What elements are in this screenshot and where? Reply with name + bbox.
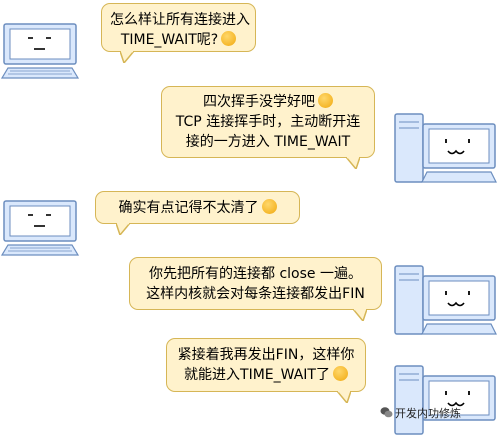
client-monitor-icon — [0, 200, 80, 256]
server-monitor-icon — [394, 265, 497, 335]
bubble-tail-icon — [120, 51, 134, 63]
chat-bubble-server-1: 四次挥手没学好吧 TCP 连接挥手时，主动断开连 接的一方进入 TIME_WAI… — [161, 86, 375, 169]
chat-bubble-client-1: 怎么样让所有连接进入 TIME_WAIT呢? — [101, 3, 256, 63]
watermark-text: 开发内功修炼 — [395, 407, 461, 420]
hushed-face-icon — [221, 31, 237, 46]
bubble-line: 四次挥手没学好吧 — [203, 94, 315, 110]
bubble-line: 怎么样让所有连接进入 — [110, 12, 250, 28]
sweat-smile-face-icon — [261, 199, 277, 214]
bubble-tail-icon — [353, 309, 367, 321]
client-monitor-icon — [0, 23, 80, 79]
bubble-tail-icon — [116, 223, 130, 235]
bubble-line: 确实有点记得不太清了 — [118, 200, 259, 216]
bubble-tail-icon — [346, 157, 360, 169]
watermark: 开发内功修炼 — [380, 405, 461, 421]
bubble-line: TIME_WAIT呢? — [120, 32, 219, 48]
chat-bubble-server-2: 你先把所有的连接都 close 一遍。 这样内核就会对每条连接都发出FIN — [129, 257, 382, 321]
bubble-line: 你先把所有的连接都 close 一遍。 — [149, 266, 362, 282]
bubble-line: 就能进入TIME_WAIT了 — [184, 367, 330, 383]
wink-face-icon — [332, 366, 348, 381]
laughing-face-icon — [318, 93, 333, 108]
server-monitor-icon — [394, 113, 497, 183]
bubble-line: 这样内核就会对每条连接都发出FIN — [146, 286, 365, 302]
bubble-tail-icon — [337, 391, 351, 403]
bubble-line: TCP 连接挥手时，主动断开连 — [175, 114, 361, 130]
bubble-line: 接的一方进入 TIME_WAIT — [185, 134, 351, 150]
chat-bubble-client-2: 确实有点记得不太清了 — [95, 191, 300, 235]
wechat-icon — [380, 407, 393, 418]
server-monitor-icon — [394, 365, 496, 435]
chat-bubble-server-3: 紧接着我再发出FIN，这样你 就能进入TIME_WAIT了 — [166, 338, 366, 403]
bubble-line: 紧接着我再发出FIN，这样你 — [177, 347, 355, 363]
